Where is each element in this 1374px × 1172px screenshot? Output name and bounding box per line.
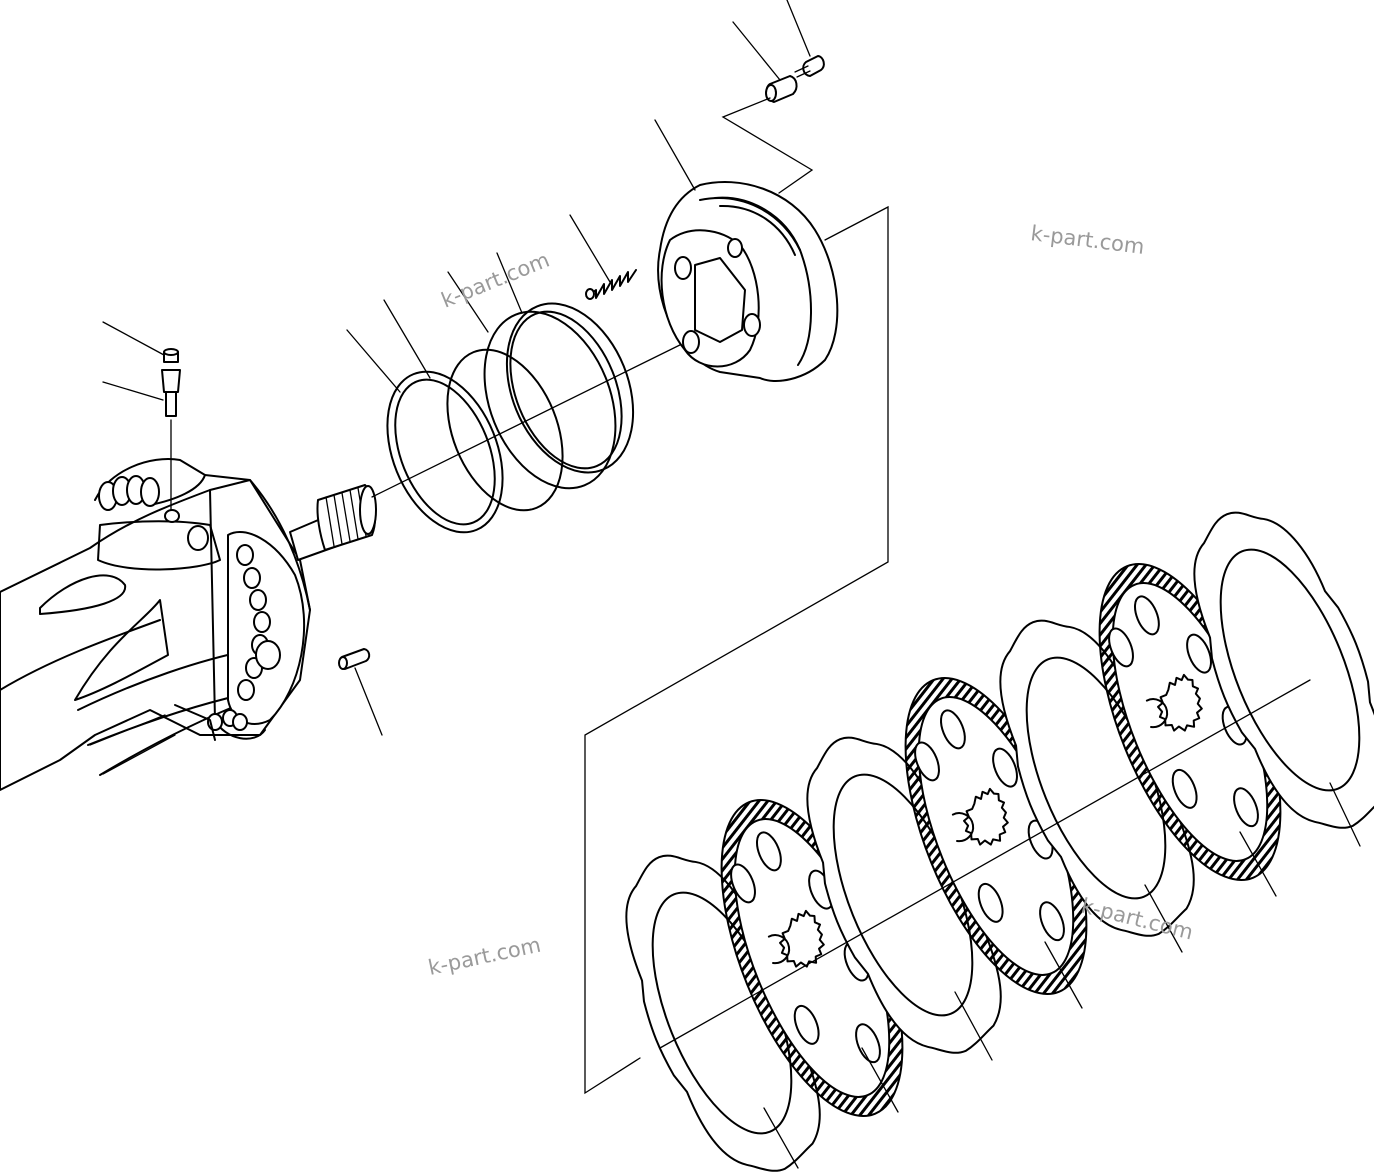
brake-disc-pack [592, 486, 1374, 1172]
leader-line [383, 299, 431, 379]
output-shaft [289, 484, 377, 561]
seal-ring-1 [386, 370, 504, 534]
leader-line [954, 991, 993, 1061]
leader-line [346, 329, 401, 393]
spring [585, 269, 637, 300]
leader-line [732, 21, 781, 81]
group-bracket-lines [584, 97, 889, 1095]
leader-line [654, 119, 696, 191]
leader-line [763, 1107, 799, 1169]
leader-line [1239, 831, 1277, 897]
seal-ring-2 [446, 348, 564, 512]
leader-line [861, 1047, 899, 1113]
watermark-text: k-part.com [426, 933, 543, 980]
bleeder-plug [765, 75, 798, 103]
leader-line [569, 214, 611, 283]
leader-line [89, 714, 166, 746]
bleeder-screw [794, 55, 825, 78]
leader-line [496, 252, 523, 314]
leader-line [1144, 884, 1183, 953]
leader-line [447, 271, 489, 333]
brake-piston [657, 181, 839, 382]
seal-ring-3 [483, 310, 617, 490]
final-drive-housing [0, 458, 311, 791]
axis-line [371, 339, 691, 498]
leader-line [354, 667, 383, 736]
watermark-text: k-part.com [1029, 221, 1145, 259]
leader-line [1329, 782, 1361, 847]
seal-ring-4 [505, 302, 635, 474]
leader-line [0, 562, 61, 593]
leader-line [102, 321, 165, 356]
leader-line [102, 734, 176, 775]
leader-line [1044, 941, 1083, 1009]
leader-line [786, 0, 811, 57]
leader-line [102, 381, 164, 401]
disc-axis-line [659, 679, 1311, 1049]
watermark-text: k-part.com [438, 248, 553, 313]
grease-fitting [161, 348, 181, 511]
dowel-pin [338, 648, 371, 670]
